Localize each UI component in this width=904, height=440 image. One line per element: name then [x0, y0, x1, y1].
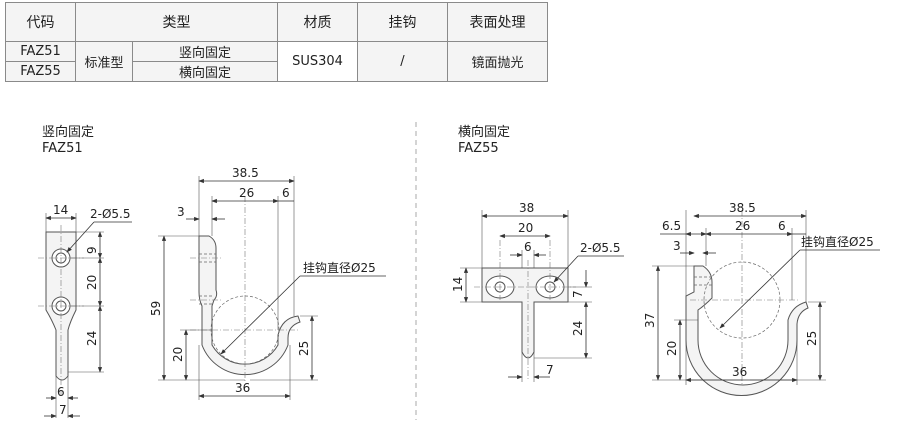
dim-label: 24	[571, 321, 585, 336]
dim-label: 7	[571, 290, 585, 298]
dim-label: 24	[85, 331, 99, 346]
dim-label: 2-Ø5.5	[90, 207, 131, 221]
leader-line	[719, 249, 801, 329]
dim-label: 14	[451, 277, 465, 292]
left-caption-type: 竖向固定	[42, 125, 95, 140]
dim-label: 2-Ø5.5	[580, 241, 621, 255]
dim-label: 25	[297, 341, 311, 356]
dim-label: 26	[735, 219, 750, 233]
dim-label: 7	[59, 403, 67, 417]
dim-label: 20	[518, 221, 533, 235]
dim-label: 38	[519, 201, 534, 215]
right-caption: 横向固定 FAZ55	[458, 125, 510, 157]
type-group-cell: 标准型	[75, 41, 133, 82]
dim-label: 37	[643, 313, 657, 328]
dim-label: 3	[673, 239, 681, 253]
row-subtype: 横向固定	[132, 61, 278, 82]
dim-label: 挂钩直径Ø25	[801, 235, 874, 249]
dim-label: 14	[53, 203, 68, 217]
header-code: 代码	[5, 2, 76, 42]
row-subtype: 竖向固定	[132, 41, 278, 62]
right-caption-code: FAZ55	[458, 141, 499, 156]
faz51-side-view: 38.5 26 6 3 59 20 25 36 挂钩直径Ø25	[149, 166, 386, 400]
dim-label: 6	[282, 186, 290, 200]
left-caption-code: FAZ51	[42, 141, 83, 156]
dim-label: 6	[57, 385, 65, 399]
table-row: FAZ55 横向固定	[5, 61, 548, 82]
faz55-side-view: 38.5 6.5 26 6 3 挂钩直径Ø25 37 20 25 36	[643, 201, 880, 396]
surface-cell: 镜面抛光	[447, 41, 548, 82]
dim-label: 36	[235, 381, 250, 395]
right-caption-type: 横向固定	[458, 125, 511, 140]
row-code: FAZ55	[5, 61, 76, 82]
dim-label: 3	[177, 205, 185, 219]
leader-line	[553, 255, 579, 283]
dim-label: 9	[85, 246, 99, 254]
dim-label: 38.5	[232, 166, 259, 180]
dim-label: 26	[239, 186, 254, 200]
leader-line	[220, 275, 301, 355]
row-code: FAZ51	[5, 41, 76, 62]
dim-label: 20	[85, 275, 99, 290]
faz51-hook-body	[198, 235, 301, 376]
faz51-front-view: 14 2-Ø5.5 9 20 24 6 7	[38, 203, 132, 419]
table-row: FAZ51 标准型 竖向固定 SUS304 / 镜面抛光	[5, 41, 548, 82]
dim-label: 36	[732, 365, 747, 379]
dim-label: 挂钩直径Ø25	[303, 261, 376, 275]
header-surface: 表面处理	[447, 2, 548, 42]
dim-label: 6	[524, 240, 532, 254]
dim-label: 25	[805, 331, 819, 346]
dim-label: 20	[665, 341, 679, 356]
dim-label: 6.5	[662, 219, 681, 233]
dim-label: 20	[171, 347, 185, 362]
faz55-front-view: 38 20 6 2-Ø5.5 14 7 24 7	[451, 201, 624, 382]
leader-line	[66, 221, 95, 253]
dim-label: 6	[778, 219, 786, 233]
spec-table: 代码 类型 材质 挂钩 表面处理 FAZ51 标准型 竖向固定 SUS304 /…	[5, 2, 548, 82]
faz55-hook-body	[685, 265, 809, 396]
table-header-row: 代码 类型 材质 挂钩 表面处理	[5, 2, 548, 42]
dim-label: 7	[546, 363, 554, 377]
dim-label: 59	[149, 301, 163, 316]
hook-cell: /	[357, 41, 448, 82]
dim-label: 38.5	[729, 201, 756, 215]
left-caption: 竖向固定 FAZ51	[42, 125, 94, 157]
